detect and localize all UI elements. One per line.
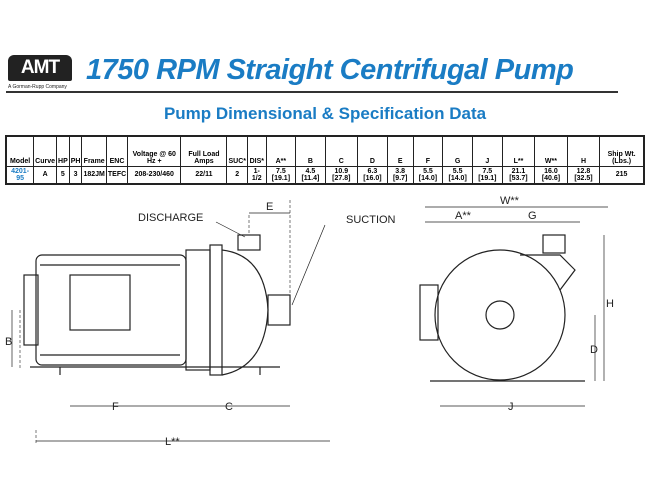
model-link[interactable]: 4201-95 bbox=[5, 165, 35, 185]
table-cell: 7.5 [19.1] bbox=[471, 165, 503, 185]
column-header: Frame bbox=[81, 135, 107, 167]
column-header: L** bbox=[501, 135, 536, 167]
table-cell: 5.5 [14.0] bbox=[412, 165, 444, 185]
column-header: DIS* bbox=[247, 135, 267, 167]
column-header: F bbox=[412, 135, 444, 167]
table-cell: 7.5 [19.1] bbox=[265, 165, 297, 185]
table-cell: 10.9 [27.8] bbox=[324, 165, 359, 185]
label-l: L** bbox=[165, 436, 180, 448]
table-cell: 215 bbox=[599, 165, 645, 185]
section-subtitle: Pump Dimensional & Specification Data bbox=[163, 104, 487, 123]
column-header: G bbox=[442, 135, 473, 167]
table-cell: 1-1/2 bbox=[247, 165, 267, 185]
column-header: Model bbox=[5, 135, 35, 167]
column-header: D bbox=[357, 135, 388, 167]
label-g: G bbox=[528, 210, 537, 222]
amt-logo: AMT bbox=[8, 55, 72, 81]
column-header: Voltage @ 60 Hz + bbox=[127, 135, 182, 167]
table-cell: TEFC bbox=[105, 165, 129, 185]
column-header: H bbox=[566, 135, 601, 167]
table-cell: A bbox=[33, 165, 58, 185]
column-header: A** bbox=[265, 135, 297, 167]
table-cell: 182JM bbox=[81, 165, 107, 185]
label-e: E bbox=[266, 201, 273, 213]
label-discharge: DISCHARGE bbox=[138, 212, 203, 224]
column-header: ENC bbox=[105, 135, 129, 167]
table-cell: 3 bbox=[68, 165, 83, 185]
label-b: B bbox=[5, 336, 12, 348]
title-divider bbox=[6, 91, 618, 93]
table-cell: 4.5 [11.4] bbox=[295, 165, 326, 185]
page-title: 1750 RPM Straight Centrifugal Pump bbox=[86, 54, 574, 86]
label-suction: SUCTION bbox=[346, 214, 396, 226]
table-cell: 16.0 [40.6] bbox=[534, 165, 568, 185]
table-cell: 21.1 [53.7] bbox=[501, 165, 536, 185]
column-header: Curve bbox=[33, 135, 58, 167]
column-header: Ship Wt. (Lbs.) bbox=[599, 135, 645, 167]
table-cell: 2 bbox=[226, 165, 248, 185]
table-cell: 3.8 [9.7] bbox=[386, 165, 414, 185]
label-d: D bbox=[590, 344, 598, 356]
column-header: W** bbox=[534, 135, 568, 167]
label-w: W** bbox=[500, 195, 520, 207]
column-header: E bbox=[386, 135, 414, 167]
column-header: HP bbox=[56, 135, 70, 167]
label-a: A** bbox=[455, 210, 472, 222]
pump-dimension-drawing: DISCHARGE SUCTION E B F C L** W** A** G … bbox=[5, 195, 614, 448]
logo-tagline: A Gorman-Rupp Company bbox=[8, 84, 67, 90]
pump-side-view bbox=[23, 234, 291, 376]
column-header: PH bbox=[68, 135, 83, 167]
column-header: B bbox=[295, 135, 326, 167]
table-cell: 6.3 [16.0] bbox=[357, 165, 388, 185]
label-f: F bbox=[112, 401, 119, 413]
column-header: J bbox=[471, 135, 503, 167]
label-j: J bbox=[508, 401, 514, 413]
table-cell: 208-230/460 bbox=[127, 165, 182, 185]
column-header: C bbox=[324, 135, 359, 167]
table-cell: 5.5 [14.0] bbox=[442, 165, 473, 185]
table-cell: 5 bbox=[56, 165, 70, 185]
pump-front-view bbox=[419, 234, 585, 382]
table-cell: 12.8 [32.5] bbox=[566, 165, 601, 185]
table-cell: 22/11 bbox=[180, 165, 228, 185]
column-header: SUC* bbox=[226, 135, 248, 167]
label-c: C bbox=[225, 401, 233, 413]
label-h: H bbox=[606, 298, 614, 310]
column-header: Full Load Amps bbox=[180, 135, 228, 167]
